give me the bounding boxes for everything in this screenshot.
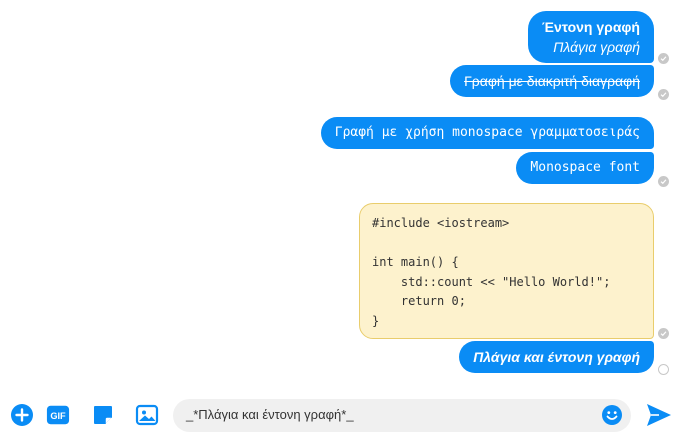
emoji-icon — [602, 405, 622, 425]
message-input-field[interactable]: _*Πλάγια και έντονη γραφή*_ — [173, 399, 631, 432]
gif-button[interactable]: GIF — [46, 403, 70, 427]
code-line: } — [372, 313, 380, 328]
message-bubble-monospace-font[interactable]: Monospace font — [516, 152, 654, 184]
seen-receipt-icon — [658, 328, 669, 339]
code-line: int main() { — [372, 255, 459, 269]
message-text-monospace: Monospace font — [530, 160, 640, 175]
message-bubble-strikethrough[interactable]: Γραφή με διακριτή διαγραφή — [450, 65, 654, 97]
chat-thread: Έντονη γραφή Πλάγια γραφή Γραφή με διακρ… — [320, 11, 669, 375]
code-line: #include <iostream> — [372, 216, 510, 230]
send-button[interactable] — [645, 402, 673, 428]
message-bubble-monospace[interactable]: Γραφή με χρήση monospace γραμματοσειράς — [320, 117, 654, 149]
code-line — [372, 234, 641, 254]
message-input-text[interactable]: _*Πλάγια και έντονη γραφή*_ — [186, 407, 354, 422]
message-text-italic: Πλάγια γραφή — [553, 39, 640, 55]
sticker-icon — [94, 406, 112, 424]
sticker-button[interactable] — [91, 403, 115, 427]
message-text-strikethrough: Γραφή με διακριτή διαγραφή — [464, 73, 640, 89]
code-line: return 0; — [372, 294, 466, 308]
emoji-button[interactable] — [601, 404, 623, 426]
sending-status-icon — [658, 364, 669, 375]
code-block-message[interactable]: #include <iostream> int main() { std::co… — [359, 203, 654, 339]
image-icon — [135, 404, 159, 426]
plus-icon — [11, 404, 33, 426]
svg-text:GIF: GIF — [50, 411, 66, 421]
message-composer: GIF _*Πλάγια και έντονη γραφή*_ — [0, 392, 682, 438]
message-text-italic-bold: Πλάγια και έντονη γραφή — [473, 349, 640, 365]
send-icon — [647, 404, 671, 426]
plus-button[interactable] — [10, 403, 34, 427]
seen-receipt-icon — [658, 89, 669, 100]
code-line: std::count << "Hello World!"; — [372, 274, 611, 289]
message-bubble-bold-italic[interactable]: Έντονη γραφή Πλάγια γραφή — [528, 11, 654, 63]
seen-receipt-icon — [658, 176, 669, 187]
message-text-bold: Έντονη γραφή — [542, 19, 640, 35]
message-text-monospace: Γραφή με χρήση monospace γραμματοσειράς — [334, 125, 640, 140]
image-button[interactable] — [135, 403, 159, 427]
seen-receipt-icon — [658, 53, 669, 64]
gif-icon: GIF — [46, 405, 70, 425]
message-bubble-italic-bold[interactable]: Πλάγια και έντονη γραφή — [459, 341, 654, 373]
